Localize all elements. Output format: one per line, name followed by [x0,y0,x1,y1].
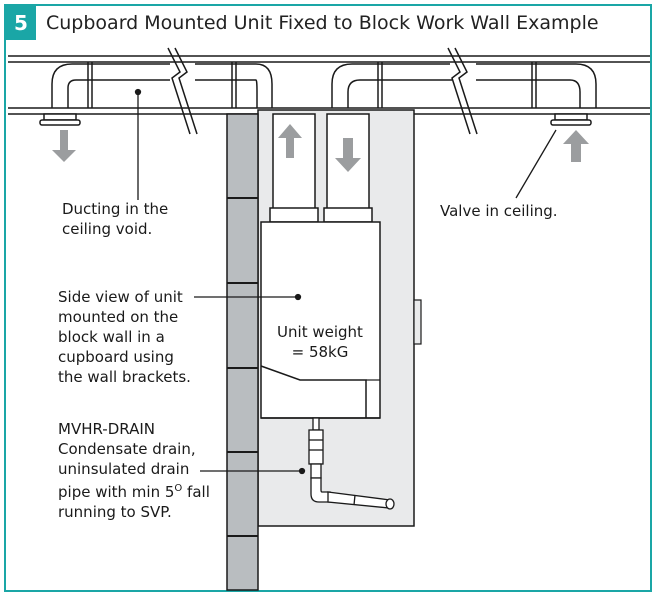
side-view-label: Side view of unit mounted on the block w… [58,288,191,386]
block-wall [226,113,259,591]
cupboard-hinge [413,299,422,345]
drain-label: MVHR-DRAIN Condensate drain, uninsulated… [58,420,210,521]
section-number: 5 [6,6,36,40]
break-symbol-right [447,47,478,135]
diagram-title: Cupboard Mounted Unit Fixed to Block Wor… [46,12,599,34]
ducting-right [331,62,597,108]
leader-lines [134,88,557,475]
arrow-down-icon [52,130,76,162]
ceiling-valve-right [550,113,592,126]
unit-weight-label: Unit weight = 58kG [277,323,363,361]
header: 5 Cupboard Mounted Unit Fixed to Block W… [6,6,599,40]
ducting-label: Ducting in the ceiling void. [62,200,169,238]
ducting-left [51,62,273,108]
leader-valve [515,129,557,199]
valve-label: Valve in ceiling. [440,202,558,220]
arrow-down-icon [335,138,361,172]
break-symbol-left [167,47,198,135]
ceiling-valve-left [39,113,81,126]
arrow-up-icon [278,124,302,158]
diagram-frame [4,4,652,592]
mvhr-unit [260,221,381,419]
arrow-up-icon [563,130,589,162]
condensate-drain [308,417,395,510]
